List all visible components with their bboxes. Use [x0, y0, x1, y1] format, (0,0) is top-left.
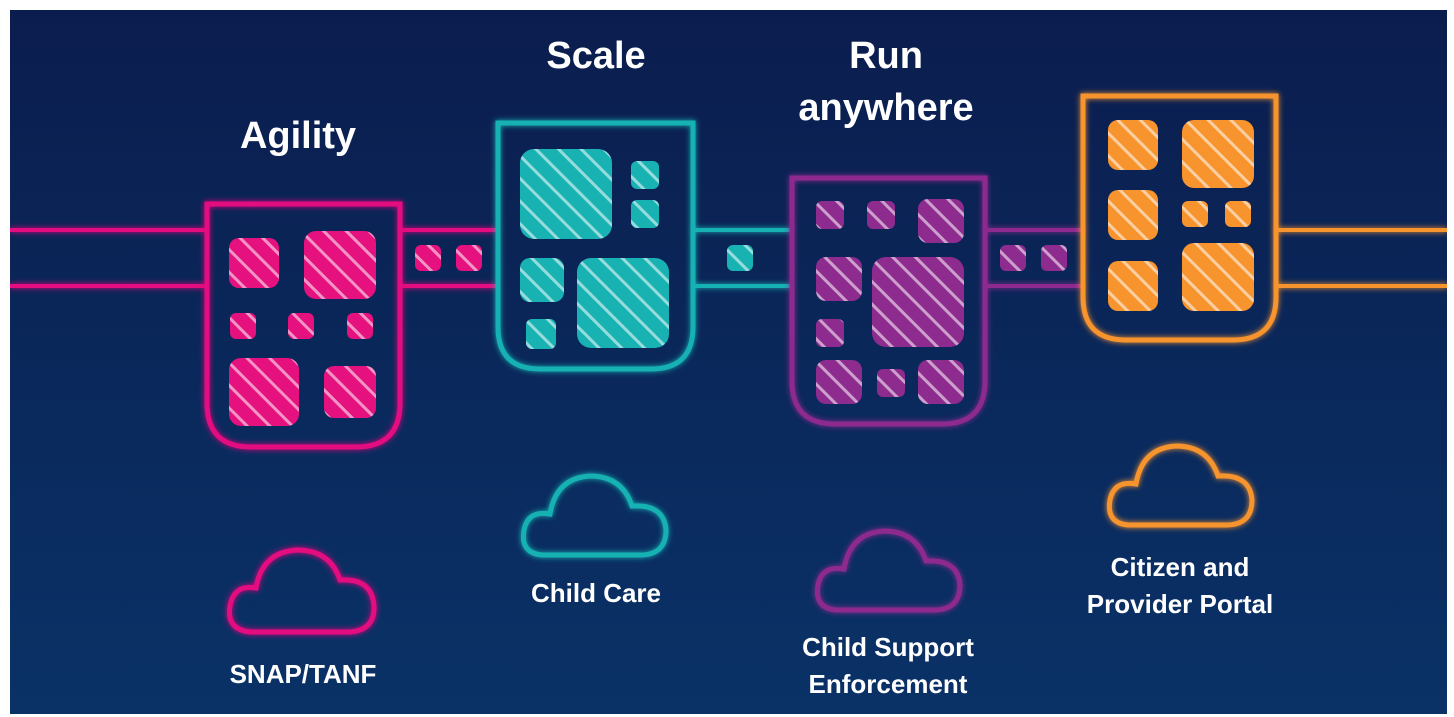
block-highlight	[867, 201, 895, 229]
container-outline	[789, 175, 988, 427]
block-highlight	[526, 319, 556, 349]
container-outline	[1080, 93, 1279, 343]
program-line: Child Support	[802, 632, 974, 662]
heading-scale: Scale	[546, 30, 645, 82]
block-highlight	[816, 319, 844, 347]
program-label-child-care: Child Care	[531, 575, 661, 612]
block-highlight	[1041, 245, 1067, 271]
module-run-anywhere	[789, 175, 988, 613]
block-highlight	[324, 366, 376, 418]
block-highlight	[631, 200, 659, 228]
block-highlight	[877, 369, 905, 397]
block-highlight	[229, 358, 299, 426]
block-highlight	[631, 161, 659, 189]
heading-line: Run	[849, 35, 923, 77]
block-highlight	[577, 258, 669, 348]
module-scale	[495, 120, 696, 558]
heading-line: anywhere	[798, 87, 974, 129]
block-highlight	[1182, 120, 1254, 188]
block-highlight	[1182, 201, 1208, 227]
block-highlight	[1182, 243, 1254, 311]
container-blocks	[229, 231, 376, 426]
cloud-icon	[1106, 443, 1255, 528]
container-blocks	[1108, 120, 1254, 311]
diagram-canvas: Agility Scale Run anywhere SNAP/TANF Chi…	[10, 10, 1447, 714]
heading-line: Agility	[239, 115, 357, 157]
diagram-svg	[10, 10, 1447, 714]
block-highlight	[304, 231, 376, 299]
block-highlight	[1108, 261, 1158, 311]
block-highlight	[415, 245, 441, 271]
block-highlight	[347, 313, 373, 339]
program-line: Citizen and	[1110, 552, 1250, 582]
program-line: Child Care	[530, 578, 662, 608]
module-agility	[204, 201, 403, 635]
block-highlight	[816, 360, 862, 404]
container-blocks	[520, 149, 669, 349]
block-highlight	[816, 257, 862, 301]
heading-agility: Agility	[240, 110, 356, 162]
block-highlight	[1108, 190, 1158, 240]
module-portal	[1080, 93, 1279, 528]
block-highlight	[1000, 245, 1026, 271]
block-highlight	[727, 245, 753, 271]
block-highlight	[520, 149, 612, 239]
program-label-snap-tanf: SNAP/TANF	[230, 656, 377, 693]
block-highlight	[288, 313, 314, 339]
heading-run-anywhere: Run anywhere	[798, 30, 973, 134]
block-highlight	[456, 245, 482, 271]
block-highlight	[229, 238, 279, 288]
container-outline	[204, 201, 403, 450]
cloud-icon	[226, 547, 377, 635]
cloud-icon	[520, 473, 669, 558]
block-highlight	[816, 201, 844, 229]
program-line: Provider Portal	[1086, 589, 1274, 619]
block-highlight	[230, 313, 256, 339]
program-line: Enforcement	[808, 669, 968, 699]
block-highlight	[1225, 201, 1251, 227]
cloud-icon	[814, 528, 963, 613]
block-highlight	[918, 360, 964, 404]
heading-line: Scale	[546, 35, 646, 77]
program-line: SNAP/TANF	[229, 659, 377, 689]
block-highlight	[520, 258, 564, 302]
container-outline	[495, 120, 696, 372]
block-highlight	[1108, 120, 1158, 170]
block-highlight	[872, 257, 964, 347]
block-highlight	[918, 199, 964, 243]
program-label-child-support: Child Support Enforcement	[802, 629, 974, 703]
program-label-portal: Citizen and Provider Portal	[1087, 549, 1273, 623]
container-blocks	[816, 199, 964, 404]
